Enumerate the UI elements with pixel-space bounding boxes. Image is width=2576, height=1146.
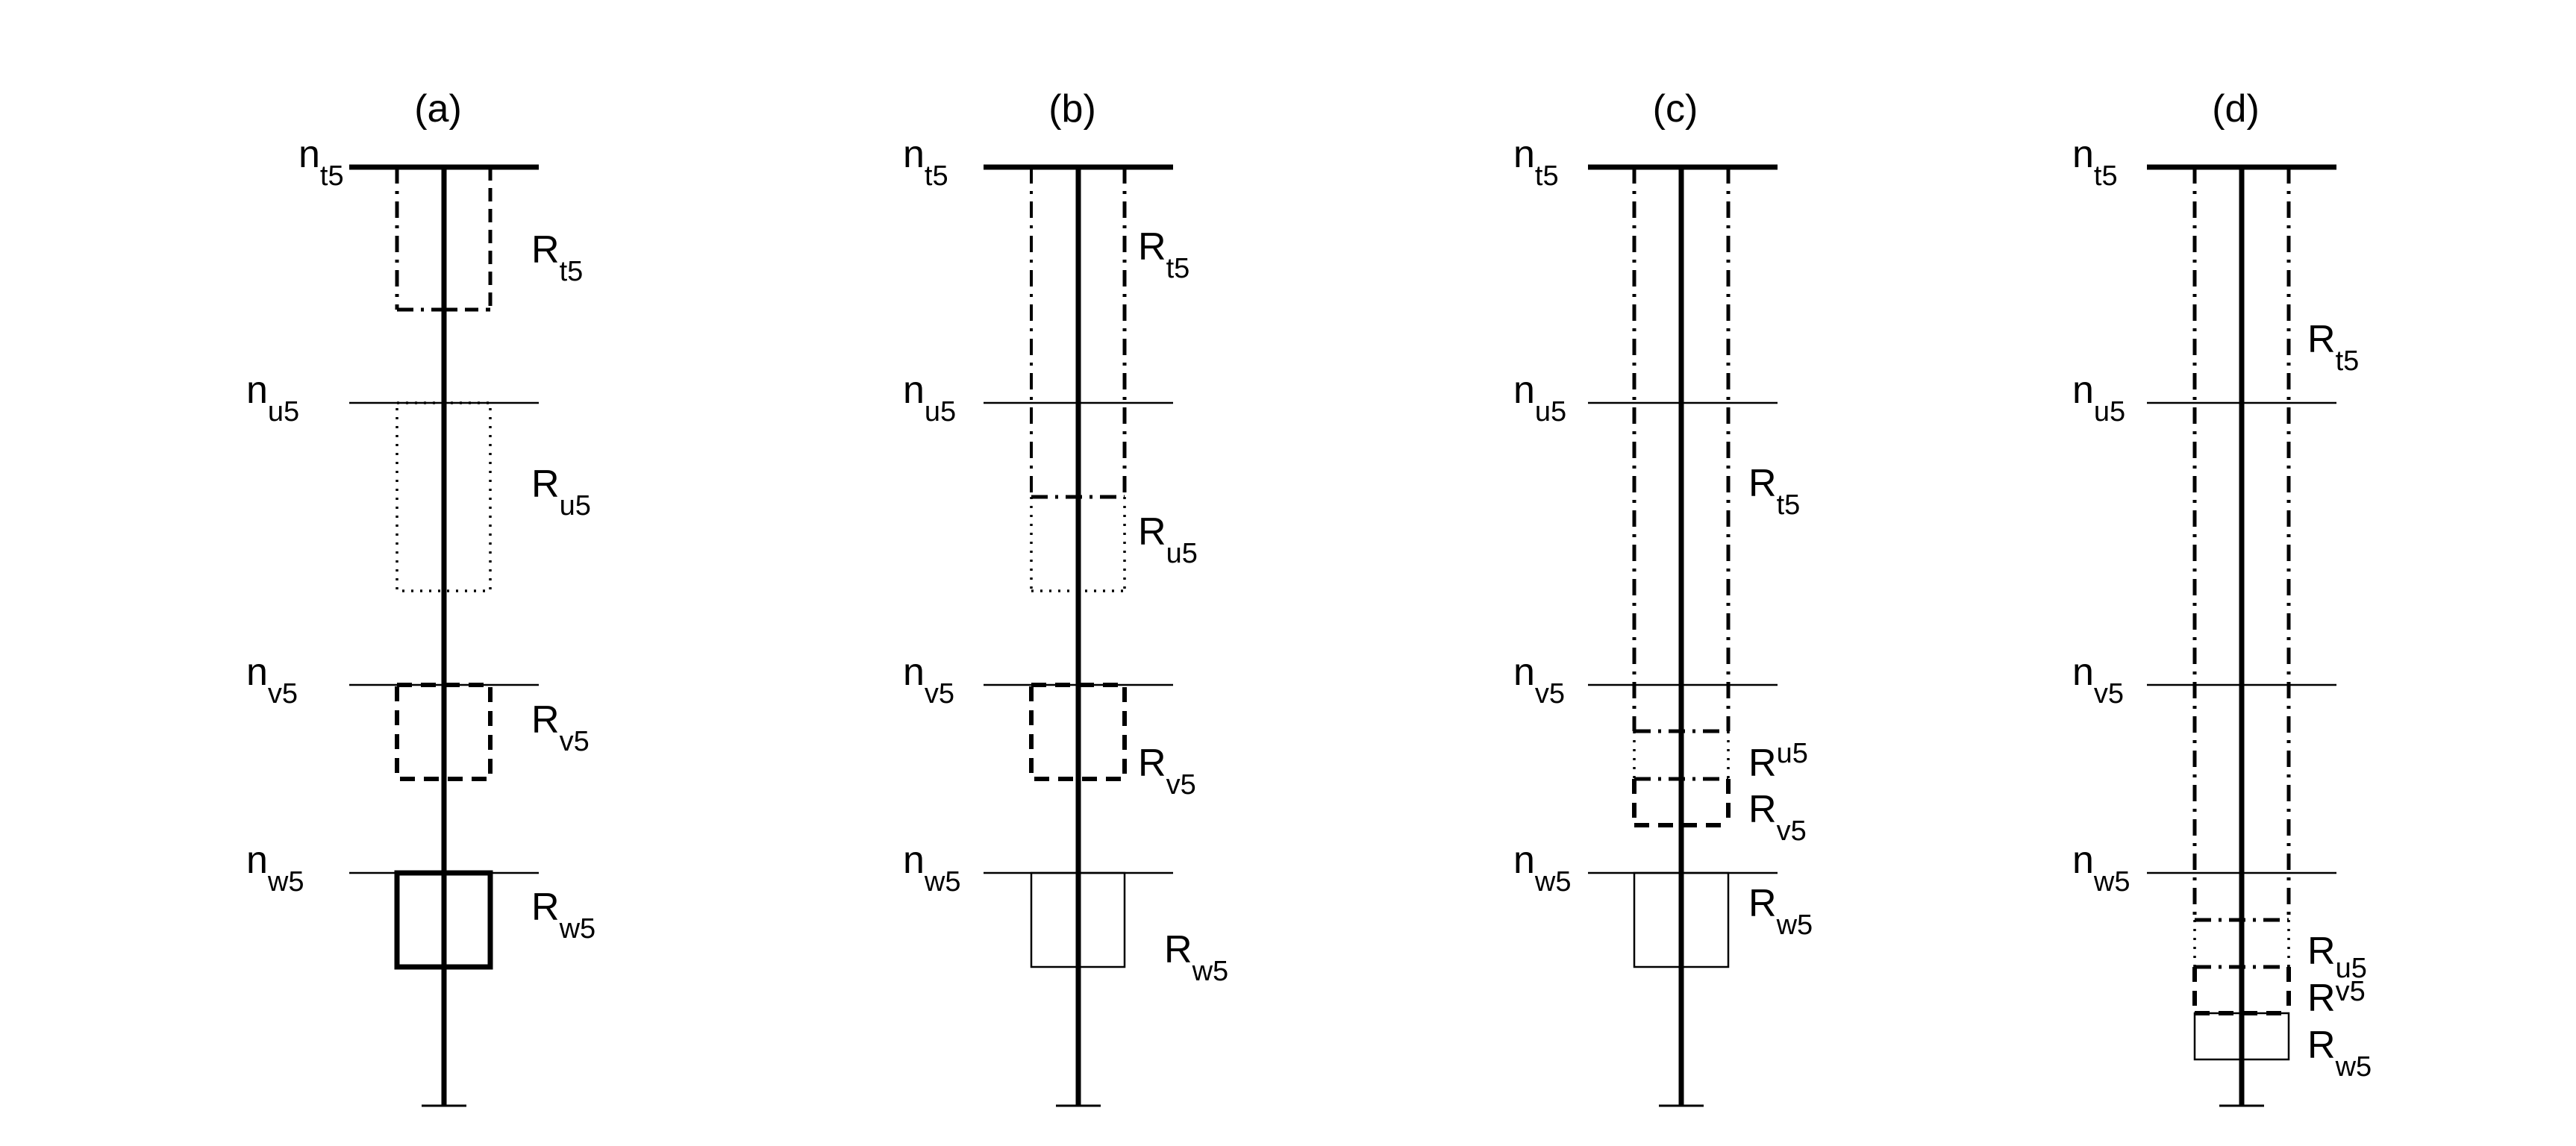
panel-d-region-v5-label: Rv5	[2307, 976, 2366, 1020]
panel-c-region-t5-label: Rt5	[1748, 462, 1800, 521]
panel-c-region-w5-label: Rw5	[1748, 882, 1813, 941]
panel-c-node-w5-label: nw5	[1513, 839, 1572, 898]
panel-c-node-t5-label: nt5	[1513, 133, 1559, 192]
panel-a-region-v5-label: Rv5	[531, 698, 590, 757]
panel-b-title: (b)	[1048, 87, 1096, 131]
panel-a-region-w5-label: Rw5	[531, 886, 595, 945]
panel-d-region-w5	[2193, 1012, 2290, 1061]
panel-b-node-w5-label: nw5	[903, 839, 961, 898]
panel-d-region-u5	[2193, 920, 2290, 969]
panel-b-region-w5-label: Rw5	[1164, 928, 1228, 987]
panel-a-node-w5-label: nw5	[246, 839, 304, 898]
panel-a-region-u5	[396, 401, 492, 592]
panel-a-region-t5	[395, 167, 493, 312]
panel-b-region-u5-label: Ru5	[1138, 510, 1198, 569]
panel-b-node-t5-label: nt5	[903, 133, 948, 192]
panel-c-region-u5-label: Ru5	[1748, 738, 1808, 785]
panel-d-node-v5-label: nv5	[2072, 651, 2124, 710]
panel-b-node-v5-label: nv5	[903, 651, 954, 710]
panel-c-node-v5-label: nv5	[1513, 651, 1565, 710]
panel-c-region-t5	[1632, 167, 1731, 733]
panel-d-title: (d)	[2212, 87, 2260, 131]
panel-c-region-w5	[1633, 871, 1730, 968]
panel-a-region-w5	[394, 870, 493, 970]
panel-d: (d) nt5 nu5 nv5 nw5 Rt5 Ru5 R	[2072, 87, 2372, 1107]
panel-a-title: (a)	[414, 87, 462, 131]
panel-d-region-t5-label: Rt5	[2307, 318, 2359, 377]
panel-c-region-v5-label: Rv5	[1748, 788, 1807, 847]
panel-a-region-t5-label: Rt5	[531, 228, 583, 287]
panel-d-node-u5-label: nu5	[2072, 369, 2125, 428]
panel-a-region-u5-label: Ru5	[531, 463, 591, 522]
panel-b-node-u5-label: nu5	[903, 369, 956, 428]
panel-d-region-t5	[2192, 167, 2291, 922]
panel-d-region-u5-label: Ru5	[2307, 930, 2367, 984]
panel-b-region-t5-label: Rt5	[1138, 225, 1189, 284]
panel-b-region-v5-label: Rv5	[1138, 742, 1196, 801]
panel-b: (b) nt5 nu5 nv5 nw5 Rt5 Ru5 Rv5 Rw5	[903, 87, 1228, 1107]
panel-c-title: (c)	[1653, 87, 1698, 131]
panel-c: (c) nt5 nu5 nv5 nw5 Rt5 Ru5 R	[1513, 87, 1813, 1107]
panel-d-region-w5-label: Rw5	[2307, 1024, 2372, 1083]
panel-b-region-u5	[1030, 497, 1126, 592]
panel-d-node-w5-label: nw5	[2072, 839, 2130, 898]
panel-c-region-v5	[1632, 779, 1731, 827]
panel-a-node-u5-label: nu5	[246, 369, 299, 428]
panel-d-node-t5-label: nt5	[2072, 133, 2118, 192]
panel-a-node-v5-label: nv5	[246, 651, 298, 710]
panel-c-region-u5	[1633, 731, 1730, 781]
panel-c-node-u5-label: nu5	[1513, 369, 1566, 428]
panel-b-region-t5	[1030, 167, 1127, 499]
panel-a: (a) nt5 nu5 nv5 nw5 Rt5 Ru5 Rv5 Rw5	[246, 87, 595, 1107]
panel-b-region-w5	[1030, 871, 1126, 968]
panel-a-node-t5-label: nt5	[298, 133, 344, 192]
